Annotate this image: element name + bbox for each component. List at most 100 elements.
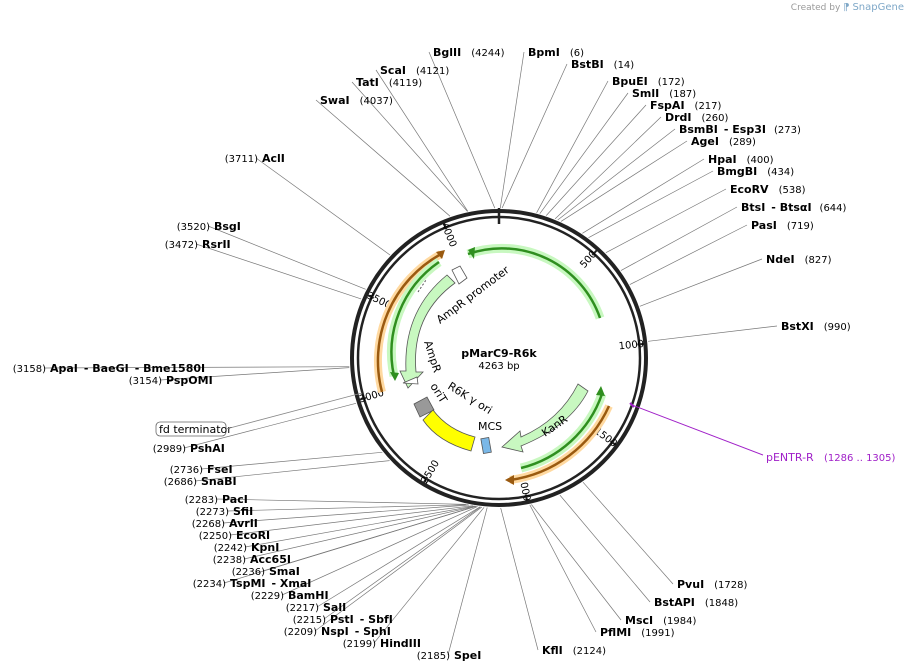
enzyme-leader [559,494,651,603]
enzyme-name: BtsI [741,201,765,214]
enzyme-leader [500,507,539,651]
enzyme-name: BglII [433,46,461,59]
enzyme-isoschizomer: - BtsαI [771,201,811,214]
enzyme-isoschizomer: - XmaI [272,577,312,590]
enzyme-position: (2217) [286,603,319,614]
enzyme-name: ScaI [380,64,406,77]
enzyme-position: (2989) [153,444,186,455]
enzyme-position: (2268) [192,519,225,530]
feature-arrows [374,243,764,485]
enzyme-name: BmgBI [717,165,757,178]
enzyme-leader [499,51,525,209]
enzyme-name: BpmI [528,46,560,59]
enzyme-leader [554,116,662,220]
tick-mark [609,440,617,446]
enzyme-leader [531,504,622,621]
enzyme-leader [639,258,763,307]
top-orf-line [467,247,602,319]
enzyme-leader [648,325,778,342]
enzyme-name: PspOMI [166,374,213,387]
enzyme-position: (2686) [164,477,197,488]
enzyme-name: NspI [321,625,349,638]
left-green-line [390,260,440,377]
enzyme-leader [428,51,496,209]
enzyme-position: (400) [747,155,774,166]
enzyme-name: KpnI [251,541,279,554]
enzyme-leader [629,224,748,285]
tick-label: 1000 [618,339,644,352]
enzyme-isoschizomer: - SbfI [360,613,393,626]
enzyme-leader [229,505,473,536]
enzyme-position: (2242) [214,543,247,554]
enzyme-leader [605,188,727,254]
enzyme-name: BamHI [288,589,329,602]
enzyme-name: PacI [222,493,248,506]
enzyme-position: (6) [570,48,584,59]
enzyme-position: (4119) [389,78,422,89]
enzyme-leader [215,498,466,505]
enzyme-name: FseI [207,463,233,476]
credit-brand: SnapGene [852,2,904,13]
enzyme-name: EcoRV [730,183,769,196]
enzyme-position: (4121) [416,66,449,77]
enzyme-name: SmlI [632,87,659,100]
enzyme-position: (3711) [225,154,258,165]
enzyme-position: (719) [787,221,814,232]
enzyme-leader [255,157,391,256]
enzyme-name: BsmBI [679,123,718,136]
tick-mark [366,294,375,299]
enzyme-name: HindIII [380,637,421,650]
tick-mark [422,476,429,484]
enzyme-leader [159,367,350,381]
enzyme-name: NdeI [766,253,795,266]
left-orf-line [376,252,442,393]
enzyme-position: (4244) [471,48,504,59]
enzyme-leader [557,128,676,221]
tick-label: 4000 [438,221,458,249]
enzyme-leader [501,63,568,209]
enzyme-name: EcoRI [236,529,270,542]
enzyme-name: PflMI [600,626,631,639]
fd-terminator-leader [225,392,363,430]
enzyme-name: KflI [542,644,563,657]
enzyme-leader [536,80,609,213]
enzyme-name: Acc65I [250,553,291,566]
enzyme-leader [375,69,469,212]
enzyme-leader [200,451,383,470]
enzyme-name: HpaI [708,153,737,166]
enzyme-leader [545,104,647,216]
enzyme-leader [207,225,366,290]
enzyme-position: (289) [729,137,756,148]
enzyme-leader [620,206,738,271]
r6k-ori-label: R6K γ ori [445,380,494,417]
enzyme-position: (2238) [213,555,246,566]
left-green-arrowhead [390,372,399,381]
enzyme-name: PasI [751,219,777,232]
enzyme-isoschizomer: - Bme1580I [135,362,205,375]
enzyme-position: (3154) [129,376,162,387]
primer-leader-line [631,404,764,456]
enzyme-name: SalI [323,601,346,614]
ampr-promoter-dash [417,279,427,293]
enzyme-leader [323,506,481,620]
enzyme-isoschizomer: - BaeGI [84,362,129,375]
enzyme-position: (260) [702,113,729,124]
enzyme-name: AclI [262,152,285,165]
tick-mark [524,494,529,502]
tick-label: 2500 [419,458,442,485]
enzyme-name: FspAI [650,99,685,112]
enzyme-position: (2234) [193,579,226,590]
orit-feature [413,396,435,418]
enzyme-leader [351,81,468,212]
enzyme-position: (2283) [185,495,218,506]
enzyme-leader [539,92,629,214]
enzyme-leader [316,506,481,608]
enzyme-position: (2229) [251,591,284,602]
enzyme-name: ApaI [50,362,78,375]
enzyme-position: (3472) [165,240,198,251]
enzyme-name: SnaBI [201,475,237,488]
enzyme-name: SwaI [320,94,350,107]
enzyme-leader [315,99,451,217]
top-orf-arrowhead [468,247,475,259]
